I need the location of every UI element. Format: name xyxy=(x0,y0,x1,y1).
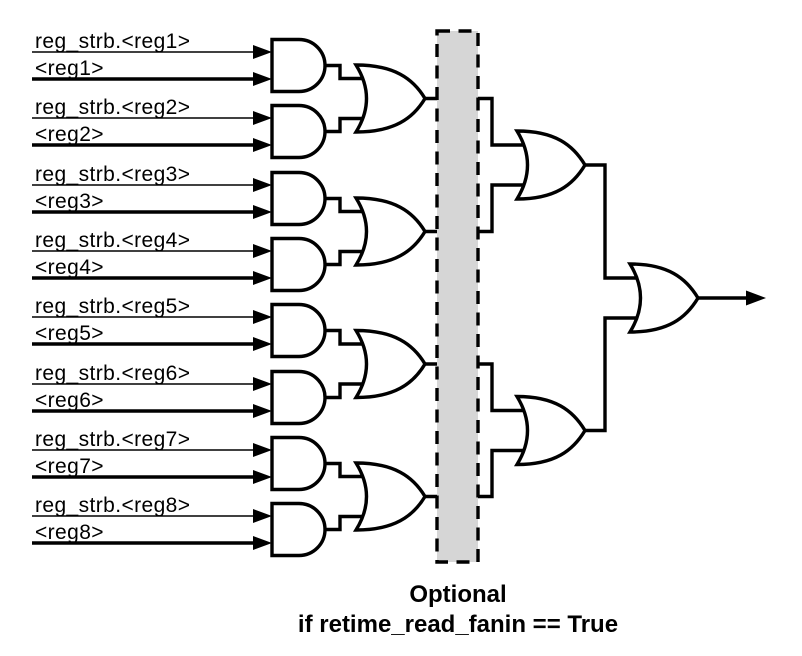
and-output-wire xyxy=(325,63,371,81)
and-output-wire xyxy=(325,382,371,400)
input-arrowhead xyxy=(253,244,272,258)
input-pair-reg8: reg_strb.<reg8> <reg8> xyxy=(32,494,371,558)
input-arrowhead xyxy=(253,72,272,86)
input-label-strobe: reg_strb.<reg7> xyxy=(35,428,190,451)
caption-line1: Optional xyxy=(409,581,506,608)
or-gate xyxy=(352,63,427,134)
input-label-strobe: reg_strb.<reg4> xyxy=(35,229,190,252)
output-arrowhead xyxy=(746,290,766,306)
input-arrowhead xyxy=(253,178,272,192)
input-arrowhead xyxy=(253,470,272,484)
input-label-strobe: reg_strb.<reg2> xyxy=(35,96,190,119)
input-arrowhead xyxy=(253,404,272,418)
input-pair-reg4: reg_strb.<reg4> <reg4> xyxy=(32,229,371,293)
or-output-wire xyxy=(585,163,644,280)
or-gate xyxy=(352,328,427,400)
input-label-data: <reg5> xyxy=(35,322,104,345)
or-gate xyxy=(352,196,427,267)
input-arrowhead xyxy=(253,310,272,324)
and-gate xyxy=(270,103,327,160)
and-gate xyxy=(270,37,327,94)
input-pair-reg7: reg_strb.<reg7> <reg7> xyxy=(32,428,371,492)
input-label-data: <reg7> xyxy=(35,455,104,478)
or-gate xyxy=(513,129,587,201)
input-label-data: <reg6> xyxy=(35,389,104,412)
and-gate xyxy=(270,302,327,359)
or-level3 xyxy=(513,129,644,467)
input-arrowhead xyxy=(253,377,272,391)
or-level2 xyxy=(352,63,427,532)
input-arrowhead xyxy=(253,205,272,219)
input-label-data: <reg2> xyxy=(35,123,104,146)
or-gate xyxy=(513,394,587,467)
or-output-wire xyxy=(585,316,644,433)
optional-retime-box xyxy=(435,29,480,564)
input-arrowhead xyxy=(253,111,272,125)
and-output-wire xyxy=(325,514,371,532)
and-output-wire xyxy=(325,116,371,134)
input-arrowhead xyxy=(253,337,272,351)
input-label-data: <reg1> xyxy=(35,57,104,80)
input-arrowhead xyxy=(253,45,272,59)
input-label-data: <reg3> xyxy=(35,190,104,213)
input-label-strobe: reg_strb.<reg6> xyxy=(35,362,190,385)
and-output-wire xyxy=(325,249,371,267)
input-label-strobe: reg_strb.<reg3> xyxy=(35,163,190,186)
input-label-strobe: reg_strb.<reg5> xyxy=(35,295,190,318)
input-arrowhead xyxy=(253,509,272,523)
and-gate xyxy=(270,170,327,227)
input-label-data: <reg4> xyxy=(35,256,104,279)
input-pair-reg1: reg_strb.<reg1> <reg1> xyxy=(32,30,371,94)
input-pair-reg5: reg_strb.<reg5> <reg5> xyxy=(32,295,371,359)
input-pair-reg3: reg_strb.<reg3> <reg3> xyxy=(32,163,371,227)
input-pair-reg6: reg_strb.<reg6> <reg6> xyxy=(32,362,371,426)
input-label-strobe: reg_strb.<reg8> xyxy=(35,494,190,517)
and-gate xyxy=(270,501,327,558)
and-gate xyxy=(270,369,327,426)
input-arrowhead xyxy=(253,536,272,550)
input-arrowhead xyxy=(253,443,272,457)
and-output-wire xyxy=(325,328,371,346)
and-output-wire xyxy=(325,461,371,479)
and-gate xyxy=(270,236,327,293)
caption: Optional if retime_read_fanin == True xyxy=(298,581,618,638)
input-pair-reg2: reg_strb.<reg2> <reg2> xyxy=(32,96,371,160)
and-gate xyxy=(270,435,327,492)
or-final xyxy=(626,262,766,334)
or-gate xyxy=(626,262,700,334)
caption-line2: if retime_read_fanin == True xyxy=(298,611,618,638)
input-label-strobe: reg_strb.<reg1> xyxy=(35,30,190,53)
and-output-wire xyxy=(325,196,371,214)
input-label-data: <reg8> xyxy=(35,521,104,544)
input-arrowhead xyxy=(253,271,272,285)
input-arrowhead xyxy=(253,138,272,152)
or-gate xyxy=(352,461,427,532)
